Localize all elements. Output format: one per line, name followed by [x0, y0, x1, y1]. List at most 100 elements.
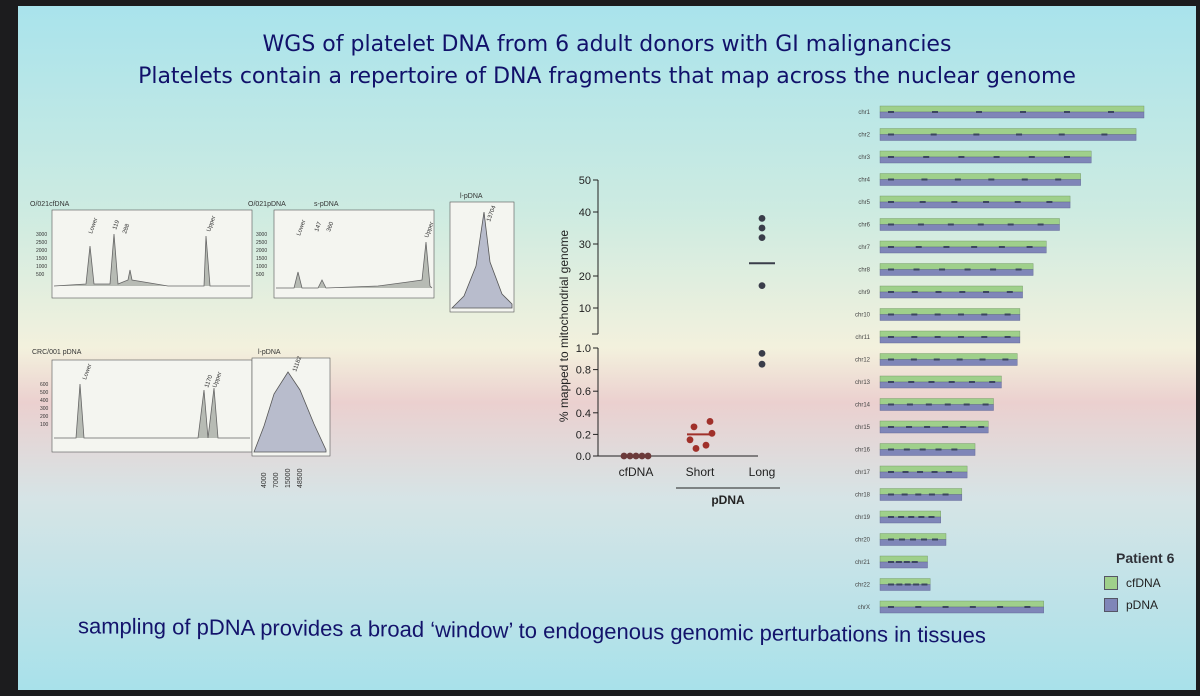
- chromosome-pdna-track: [879, 606, 1044, 614]
- trace-b-inset-peak: 13704: [486, 204, 498, 222]
- chromosome-band: [896, 583, 903, 586]
- chromosome-cfdna-track: [879, 105, 1145, 113]
- chromosome-band: [888, 426, 894, 428]
- chromosome-pdna-track: [879, 404, 994, 411]
- trace-c-peak: 1170: [204, 374, 214, 389]
- chromosome-band: [925, 403, 932, 406]
- trace-a-ytick: 1000: [36, 264, 47, 270]
- data-point: [692, 445, 700, 452]
- trace-b-title: O/021pDNA: [248, 201, 286, 208]
- chromosome-band: [1004, 313, 1011, 316]
- trace-a-line: [53, 233, 250, 287]
- chromosome-band: [957, 336, 964, 338]
- chromosome-band: [1002, 358, 1009, 361]
- chromosome-band: [957, 313, 964, 316]
- chromosome-band: [981, 313, 988, 316]
- chromosome-label: chr10: [855, 313, 871, 319]
- chromosome-band: [888, 336, 894, 338]
- chromosome-band: [942, 426, 949, 428]
- chromosome-band: [911, 313, 918, 316]
- trace-b-peak: 147: [314, 221, 323, 233]
- chromosome-cfdna-track: [879, 443, 976, 450]
- trace-a-peak: Lower: [88, 217, 99, 234]
- trace-c-inset-xtick: 15000: [285, 468, 292, 488]
- chromosome-label: chr16: [855, 448, 871, 454]
- chromosome-label: chr8: [858, 268, 870, 274]
- data-point: [758, 360, 766, 368]
- trace-c-line: [54, 383, 250, 439]
- trace-b-peak: Upper: [424, 221, 435, 238]
- chromosome-pdna-track: [879, 561, 928, 569]
- trace-b-line: [276, 241, 433, 289]
- y-tick-label-lower: 0.8: [576, 365, 591, 377]
- chromosome-band: [990, 268, 997, 271]
- chromosome-band: [944, 403, 951, 406]
- chromosome-band: [1058, 133, 1065, 136]
- chromosome-band: [908, 381, 915, 383]
- chromosome-band: [906, 403, 913, 406]
- chromosome-band: [997, 606, 1004, 608]
- y-tick-label-upper: 10: [579, 303, 591, 315]
- chromosome-band: [913, 583, 920, 586]
- legend-item-pdna: pDNA: [1104, 598, 1174, 612]
- data-point: [758, 224, 766, 232]
- chromosome-band: [888, 246, 894, 248]
- x-tick-label: Short: [686, 465, 715, 479]
- chromosome-band: [888, 223, 894, 226]
- chromosome-band: [959, 291, 966, 293]
- legend-label-cfdna: cfDNA: [1126, 576, 1161, 590]
- legend-label-pdna: pDNA: [1126, 598, 1159, 612]
- chromosome-band: [976, 111, 982, 113]
- chromosome-band: [888, 358, 894, 361]
- chromosome-band: [989, 381, 996, 383]
- trace-c-title: CRC/001 pDNA: [32, 349, 82, 356]
- trace-b-ytick: 2000: [256, 248, 267, 254]
- group-label: pDNA: [711, 493, 745, 507]
- slide-subtitle: Platelets contain a repertoire of DNA fr…: [138, 64, 1076, 89]
- trace-c-ytick: 100: [40, 422, 49, 428]
- chromosome-band: [971, 246, 978, 248]
- chromosome-band: [948, 381, 955, 383]
- data-point: [758, 234, 766, 241]
- chromosome-pdna-track: [879, 314, 1021, 321]
- chromosome-band: [898, 516, 905, 518]
- chromosome-band: [956, 358, 963, 361]
- chromosome-band: [888, 268, 894, 271]
- chromosome-band: [947, 223, 954, 226]
- chromosome-band: [1024, 606, 1031, 608]
- chromosome-pdna-track: [879, 134, 1137, 141]
- chromosome-band: [888, 448, 894, 451]
- chromosome-band: [915, 246, 922, 248]
- chromosome-cfdna-track: [879, 420, 989, 428]
- chromosome-band: [910, 358, 917, 361]
- chromosome-label: chr13: [855, 380, 871, 386]
- chromosome-band: [942, 606, 949, 608]
- chromosome-band: [1026, 246, 1033, 248]
- chromosome-label: chr17: [855, 470, 871, 476]
- y-tick-label-lower: 0.6: [576, 386, 591, 398]
- chromosome-pdna-track: [879, 336, 1021, 344]
- data-point: [686, 436, 694, 444]
- chromosome-band: [906, 426, 913, 428]
- chromosome-band: [888, 291, 894, 293]
- trace-b-inset-title: l-pDNA: [460, 193, 483, 200]
- chromosome-band: [899, 538, 905, 541]
- chromosome-pdna-track: [879, 359, 1018, 366]
- chromosome-band: [954, 178, 961, 181]
- trace-a-ytick: 500: [36, 272, 45, 278]
- chromosome-band: [934, 313, 941, 316]
- chromosome-band: [888, 178, 894, 181]
- chromosome-label: chr14: [855, 403, 871, 409]
- chromosome-band: [908, 516, 915, 518]
- chromosome-cfdna-track: [879, 285, 1023, 293]
- chromosome-band: [932, 538, 938, 541]
- chromosome-label: chr6: [858, 223, 870, 229]
- chromosome-band: [904, 583, 911, 586]
- trace-b-ytick: 3000: [256, 232, 267, 238]
- chromosome-band: [958, 156, 965, 158]
- chromosome-band: [888, 538, 894, 541]
- chromosome-band: [919, 448, 926, 451]
- chromosome-band: [982, 403, 989, 406]
- chromosome-band: [1108, 111, 1114, 113]
- chromosome-band: [939, 268, 946, 271]
